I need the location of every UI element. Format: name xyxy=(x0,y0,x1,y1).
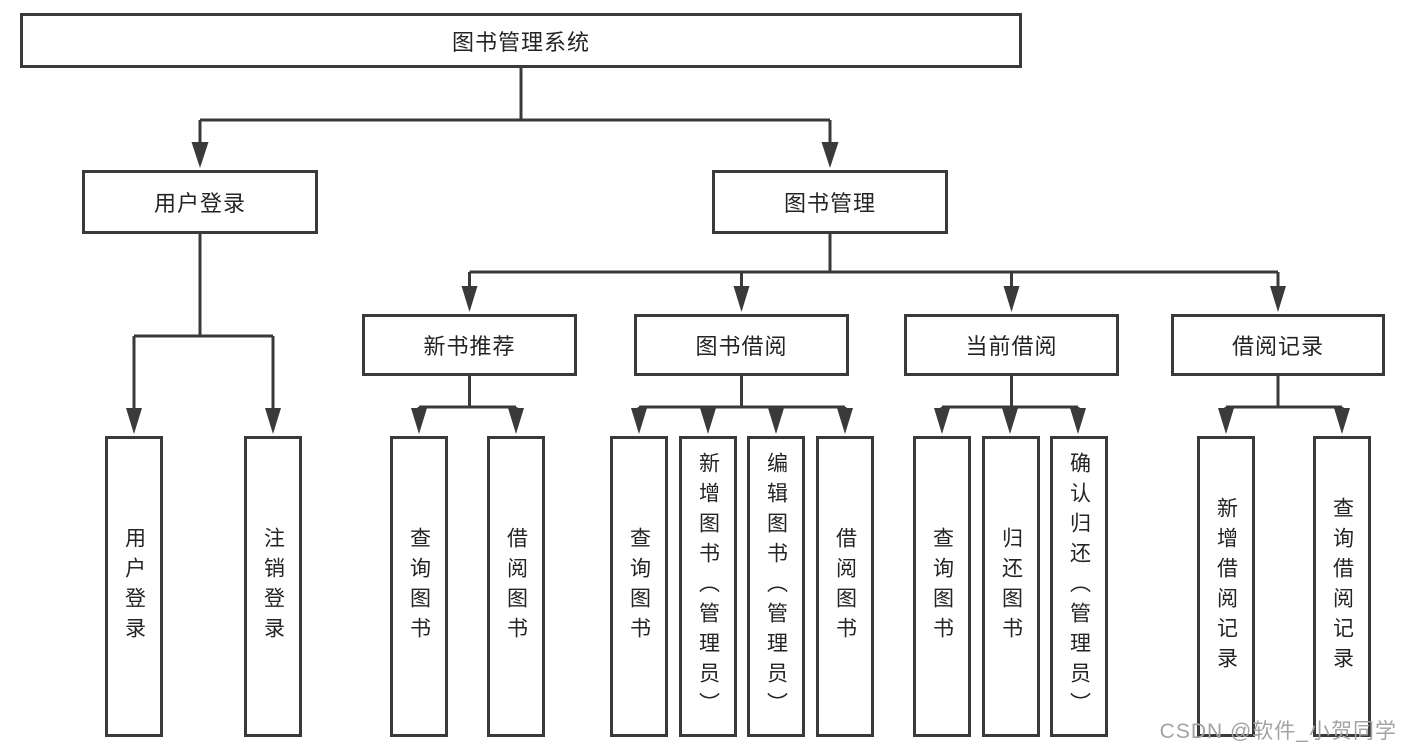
connector-mgmt-to-level3 xyxy=(468,234,1280,288)
leaf-current-query-books: 查询图书 xyxy=(913,436,971,737)
node-root-system: 图书管理系统 xyxy=(20,13,1022,68)
leaf-recommend-query-books: 查询图书 xyxy=(390,436,448,737)
leaf-borrow-borrow-books: 借阅图书 xyxy=(816,436,874,737)
leaf-current-confirm-return-admin: 确认归还（管理员） xyxy=(1050,436,1108,737)
csdn-watermark: CSDN @软件_小贺同学 xyxy=(1159,720,1397,743)
arrow-icon xyxy=(768,408,784,434)
node-book-management: 图书管理 xyxy=(712,170,948,234)
leaf-current-return-books: 归还图书 xyxy=(982,436,1040,737)
node-user-login: 用户登录 xyxy=(82,170,318,234)
connector-current-to-leaves xyxy=(940,376,1080,412)
leaf-borrow-query-books: 查询图书 xyxy=(610,436,668,737)
node-new-book-recommend: 新书推荐 xyxy=(362,314,577,376)
arrow-icon xyxy=(126,408,142,434)
arrow-icon xyxy=(821,142,839,168)
leaf-borrow-edit-books-admin: 编辑图书（管理员） xyxy=(747,436,805,737)
arrow-icon xyxy=(461,286,478,312)
arrow-icon xyxy=(837,408,853,434)
arrow-icon xyxy=(1002,408,1018,434)
arrow-icon xyxy=(934,408,950,434)
node-book-borrow: 图书借阅 xyxy=(634,314,849,376)
node-current-borrow: 当前借阅 xyxy=(904,314,1119,376)
arrow-icon xyxy=(700,408,716,434)
leaf-records-add-record: 新增借阅记录 xyxy=(1197,436,1255,737)
arrow-icon xyxy=(1270,286,1286,312)
connector-records-to-leaves xyxy=(1224,376,1344,412)
connector-login-to-leaves xyxy=(132,234,275,410)
connector-recommend-to-leaves xyxy=(417,376,518,412)
connector-borrow-to-leaves xyxy=(637,376,847,412)
leaf-logout-login: 注销登录 xyxy=(244,436,302,737)
leaf-borrow-add-books-admin: 新增图书（管理员） xyxy=(679,436,737,737)
connector-root-to-level2 xyxy=(198,68,832,144)
arrow-icon xyxy=(1218,408,1234,434)
arrow-icon xyxy=(265,408,281,434)
arrow-icon xyxy=(733,286,750,312)
arrow-icon xyxy=(508,408,524,434)
leaf-user-login: 用户登录 xyxy=(105,436,163,737)
arrow-icon xyxy=(631,408,647,434)
arrow-icon xyxy=(191,142,209,168)
leaf-records-query-record: 查询借阅记录 xyxy=(1313,436,1371,737)
arrow-icon xyxy=(1003,286,1020,312)
arrow-icon xyxy=(411,408,427,434)
arrow-icon xyxy=(1334,408,1350,434)
arrow-icon xyxy=(1070,408,1086,434)
node-borrow-records: 借阅记录 xyxy=(1171,314,1385,376)
leaf-recommend-borrow-books: 借阅图书 xyxy=(487,436,545,737)
